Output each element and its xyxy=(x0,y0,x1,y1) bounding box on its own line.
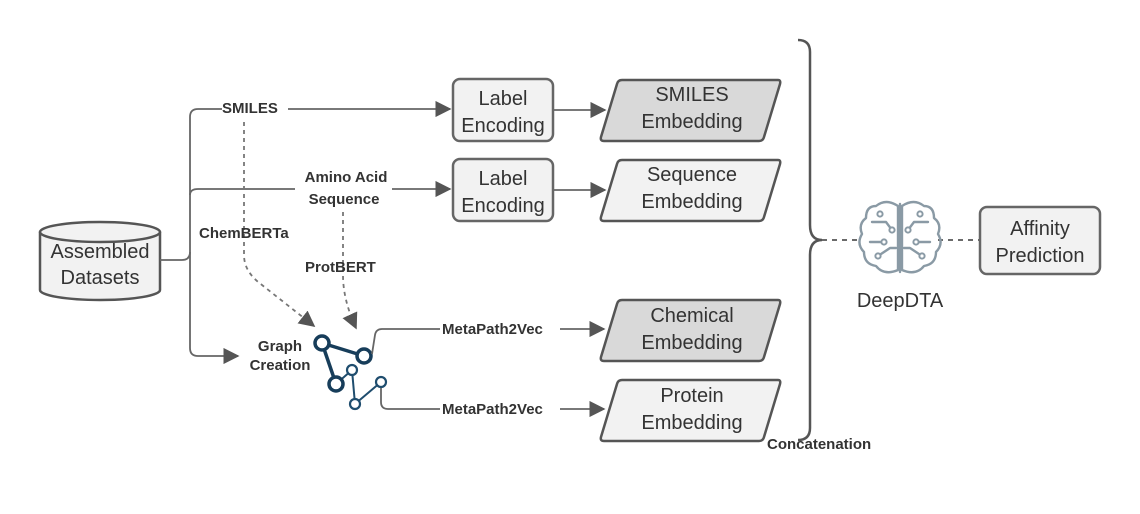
deepdta-label: DeepDTA xyxy=(857,290,944,312)
chemical-embedding-line2: Embedding xyxy=(641,332,742,354)
chemical-embedding-node: Chemical Embedding xyxy=(599,298,782,363)
affinity-prediction-node: Affinity Prediction xyxy=(978,205,1102,276)
protbert-label: ProtBERT xyxy=(305,259,376,276)
sequence-embedding-line2: Embedding xyxy=(641,191,742,213)
smiles-edge-label: SMILES xyxy=(222,100,278,117)
sequence-embedding-line1: Sequence xyxy=(647,164,737,186)
graph-network-icon xyxy=(313,334,388,411)
label-encoding-box-2: Label Encoding xyxy=(451,157,555,223)
assembled-datasets-node: Assembled Datasets xyxy=(38,220,162,302)
metapath-chemical-label: MetaPath2Vec xyxy=(442,321,543,338)
datasets-label-line1: Assembled xyxy=(51,241,150,263)
chemberta-dashed-arrow xyxy=(243,122,316,328)
sequence-embedding-node: Sequence Embedding xyxy=(599,158,782,223)
smiles-embedding-line1: SMILES xyxy=(655,84,728,106)
label-encoding-box-1: Label Encoding xyxy=(451,77,555,143)
affinity-prediction-line1: Affinity xyxy=(1010,218,1070,240)
metapath-chemical-arrow xyxy=(371,328,440,355)
metapath-protein-label: MetaPath2Vec xyxy=(442,401,543,418)
label-encoding-2-line2: Encoding xyxy=(461,195,544,217)
smiles-embedding-line2: Embedding xyxy=(641,111,742,133)
protein-embedding-line2: Embedding xyxy=(641,412,742,434)
metapath-protein-arrow xyxy=(380,388,440,410)
label-encoding-1-line1: Label xyxy=(479,88,528,110)
graph-creation-label-line2: Creation xyxy=(250,357,311,374)
graph-creation-label-line1: Graph xyxy=(258,338,302,355)
amino-acid-label-line1: Amino Acid xyxy=(305,169,388,186)
amino-acid-label-line2: Sequence xyxy=(309,191,380,208)
label-encoding-2-line1: Label xyxy=(479,168,528,190)
dataset-connectors xyxy=(160,108,295,365)
chemical-embedding-line1: Chemical xyxy=(650,305,733,327)
protein-embedding-node: Protein Embedding xyxy=(599,378,782,443)
concatenation-label: Concatenation xyxy=(767,436,871,453)
brain-circuit-icon xyxy=(858,200,942,274)
protein-embedding-line1: Protein xyxy=(660,385,723,407)
concatenation-brace xyxy=(797,38,823,442)
chemberta-label: ChemBERTa xyxy=(199,225,289,242)
affinity-prediction-line2: Prediction xyxy=(996,245,1085,267)
smiles-embedding-node: SMILES Embedding xyxy=(599,78,782,143)
database-icon xyxy=(38,232,162,302)
label-encoding-1-line2: Encoding xyxy=(461,115,544,137)
datasets-label-line2: Datasets xyxy=(61,267,140,289)
